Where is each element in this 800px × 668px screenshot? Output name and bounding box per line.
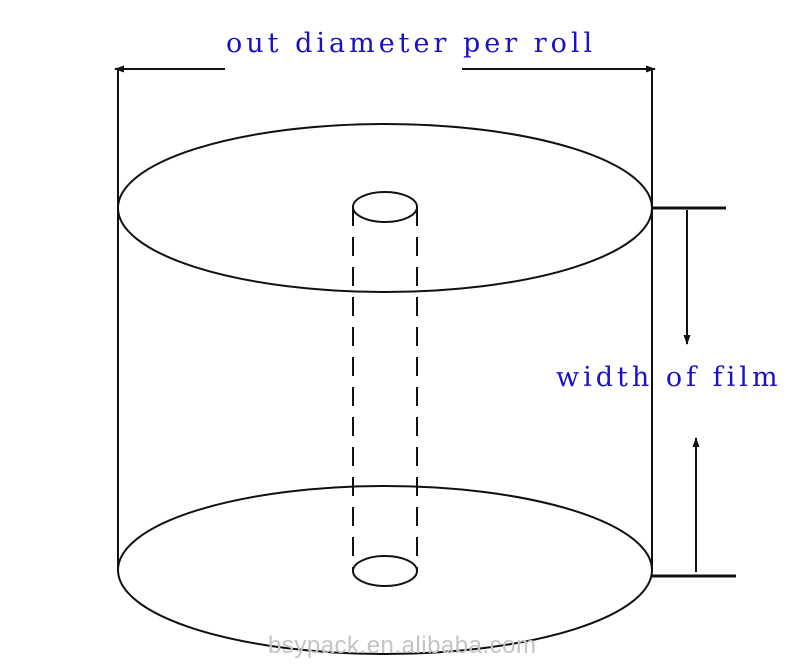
diameter-label: out diameter per roll <box>226 28 597 59</box>
core-bottom-opening <box>352 555 418 587</box>
width-label: width of film <box>556 362 782 393</box>
roll-top-face <box>117 123 653 293</box>
core-top-opening <box>352 191 418 223</box>
watermark: bsypack.en.alibaba.com <box>268 632 537 659</box>
roll-bottom-face <box>117 485 653 655</box>
